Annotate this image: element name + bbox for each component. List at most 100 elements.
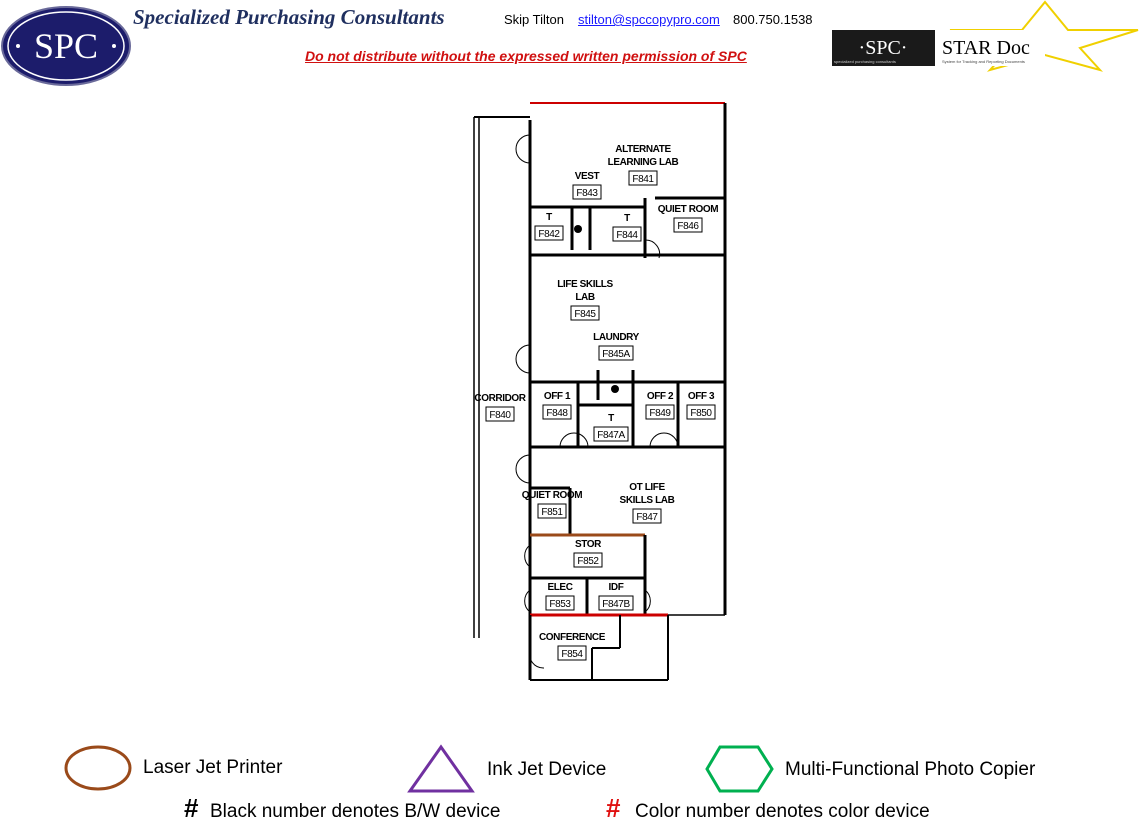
room-f843: VEST F843 [572, 171, 602, 200]
room-number: F853 [549, 599, 571, 610]
room-name-label: T [624, 213, 630, 224]
laser-printer-symbol-icon [64, 745, 132, 791]
room-f853: ELEC F853 [545, 582, 575, 611]
room-number: F843 [576, 188, 598, 199]
room-number-box [570, 305, 600, 321]
fixtures [574, 225, 619, 393]
room-number-box [485, 406, 515, 422]
room-f850: OFF 3 F850 [686, 391, 716, 420]
room-f849: OFF 2 F849 [645, 391, 675, 420]
room-number-box [534, 225, 564, 241]
room-name-label: OT LIFE [629, 482, 665, 493]
star-logo-tagline: specialized purchasing consultants [834, 59, 896, 64]
contact-name: Skip Tilton [504, 12, 564, 27]
walls [473, 102, 727, 681]
room-number-box [557, 645, 587, 661]
room-number: F851 [541, 507, 563, 518]
room-name-label: OFF 2 [647, 391, 674, 402]
svg-text:SPC: SPC [34, 26, 98, 66]
room-name-label: VEST [575, 171, 600, 182]
door-swings [515, 134, 679, 669]
room-name-label: T [608, 413, 614, 424]
room-number: F841 [632, 174, 654, 185]
room-number-box [628, 170, 658, 186]
room-f848: OFF 1 F848 [542, 391, 572, 420]
room-name-label: CORRIDOR [474, 393, 526, 404]
room-number-box [593, 426, 629, 442]
bw-hash-symbol: # [184, 793, 199, 823]
room-number-box [542, 404, 572, 420]
room-name-label: IDF [609, 582, 624, 593]
room-f851: QUIET ROOM F851 [522, 490, 583, 519]
room-name-label: LIFE SKILLS [557, 279, 613, 290]
room-f847: OT LIFE SKILLS LAB F847 [620, 482, 675, 524]
room-number: F842 [538, 229, 560, 240]
color-hash-symbol: # [606, 793, 621, 823]
room-f842: T F842 [534, 212, 564, 241]
room-number: F854 [561, 649, 583, 660]
room-name-label: OFF 3 [688, 391, 715, 402]
spc-logo: SPC [1, 6, 131, 86]
legend-inkjet-label: Ink Jet Device [487, 759, 607, 780]
room-name-label: SKILLS LAB [620, 495, 675, 506]
room-number: F847B [602, 599, 630, 610]
distribution-warning: Do not distribute without the expressed … [305, 48, 747, 64]
room-number-box [573, 552, 603, 568]
room-name-label: CONFERENCE [539, 632, 606, 643]
room-f845: LIFE SKILLS LAB F845 [557, 279, 614, 321]
inkjet-device-symbol-icon [407, 744, 475, 793]
room-name-label: QUIET ROOM [522, 490, 583, 501]
room-number: F845A [602, 349, 630, 360]
room-number-box [645, 404, 675, 420]
room-number: F849 [649, 408, 671, 419]
legend-laser-label: Laser Jet Printer [143, 757, 283, 778]
room-number: F844 [616, 230, 638, 241]
room-name-label: ALTERNATE [615, 144, 671, 155]
contact-phone: 800.750.1538 [733, 12, 813, 27]
star-logo-name: STAR Doc [942, 37, 1030, 59]
room-number-box [632, 508, 662, 524]
room-number-box [673, 217, 703, 233]
contact-email-link[interactable]: stilton@spccopypro.com [578, 12, 720, 27]
room-number-box [612, 226, 642, 242]
room-name-label: LAB [575, 292, 595, 303]
room-number: F847 [636, 512, 658, 523]
room-number: F846 [677, 221, 699, 232]
room-name-label: LEARNING LAB [608, 157, 679, 168]
room-f844: T F844 [612, 213, 642, 242]
room-f847a: T F847A [593, 413, 629, 442]
legend-bw-note: Black number denotes B/W device [210, 801, 501, 822]
room-number-box [686, 404, 716, 420]
legend-copier-label: Multi-Functional Photo Copier [785, 759, 1036, 780]
room-f840: CORRIDOR F840 [474, 393, 527, 422]
room-name-label: OFF 1 [544, 391, 571, 402]
room-name-label: QUIET ROOM [658, 204, 719, 215]
room-f846: QUIET ROOM F846 [658, 204, 719, 233]
room-f841: ALTERNATE LEARNING LAB F841 [608, 144, 679, 186]
legend-color-note: Color number denotes color device [635, 801, 930, 822]
room-number-box [598, 345, 634, 361]
room-number-box [545, 595, 575, 611]
copier-symbol-icon [705, 745, 774, 793]
room-number: F847A [597, 430, 625, 441]
room-number: F845 [574, 309, 596, 320]
room-f854: CONFERENCE F854 [539, 632, 606, 661]
room-number: F840 [489, 410, 511, 421]
room-number-box [572, 184, 602, 200]
room-name-label: STOR [575, 539, 602, 550]
room-f852: STOR F852 [573, 539, 603, 568]
star-logo-subtitle: System for Tracking and Reporting Docume… [942, 59, 1025, 64]
room-number: F852 [577, 556, 599, 567]
room-number-box [537, 503, 567, 519]
room-number: F850 [690, 408, 712, 419]
room-name-label: T [546, 212, 552, 223]
star-doc-logo: ·SPC· STAR Doc specialized purchasing co… [832, 0, 1139, 72]
room-name-label: ELEC [547, 582, 572, 593]
room-name-label: LAUNDRY [593, 332, 639, 343]
company-name: Specialized Purchasing Consultants [133, 5, 445, 29]
room-number: F848 [546, 408, 568, 419]
room-f847b: IDF F847B [598, 582, 634, 611]
star-logo-spc: ·SPC· [859, 37, 908, 59]
room-f845a: LAUNDRY F845A [593, 332, 640, 361]
